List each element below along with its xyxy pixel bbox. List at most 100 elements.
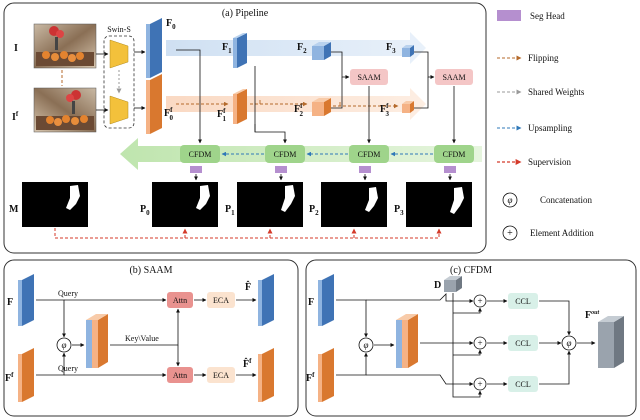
saam-eca-bottom bbox=[207, 367, 235, 383]
svg-text:ECA: ECA bbox=[213, 296, 229, 305]
cfdm-add-node-1 bbox=[473, 294, 487, 308]
cfdm-add-node-2 bbox=[473, 336, 487, 350]
legend-shared-weights-label: Shared Weights bbox=[528, 87, 585, 97]
saam-input-ff-label: Ff bbox=[5, 371, 14, 384]
pred-label-3: P3 bbox=[394, 204, 404, 217]
saam-attn-bottom bbox=[167, 367, 193, 383]
svg-text:CCL: CCL bbox=[515, 297, 531, 306]
swin-backbone-label: Swin-S bbox=[107, 25, 131, 34]
input-image-top bbox=[33, 23, 97, 69]
swin-encoder-bottom bbox=[109, 95, 129, 125]
saam-output-ff bbox=[258, 348, 274, 402]
cfdm-input-ff-label: Ff bbox=[306, 371, 315, 384]
svg-text:Attn: Attn bbox=[173, 296, 187, 305]
saam-panel bbox=[3, 259, 299, 417]
ground-truth-mask bbox=[22, 182, 88, 227]
cfdm-box-1-label: CFDM bbox=[189, 150, 212, 159]
input-image-bottom bbox=[33, 87, 97, 133]
cfdm-output-label: Fout bbox=[585, 310, 599, 321]
pred-label-0: P0 bbox=[140, 204, 150, 217]
swin-encoder-top bbox=[109, 39, 129, 69]
saam-box-2-label: SAAM bbox=[442, 73, 465, 82]
cfdm-concat-block bbox=[396, 314, 418, 368]
saam-box-2 bbox=[435, 69, 473, 85]
svg-text:ECA: ECA bbox=[213, 371, 229, 380]
cfdm-output-feature bbox=[598, 316, 624, 368]
legend-element-addition-label: Element Addition bbox=[530, 228, 594, 238]
feature-block-f2 bbox=[312, 42, 331, 60]
pipeline-panel bbox=[3, 2, 487, 254]
svg-text:+: + bbox=[477, 379, 482, 389]
cfdm-box-2 bbox=[265, 145, 305, 163]
cfdm-box-1 bbox=[180, 145, 220, 163]
cfdm-ccl-1 bbox=[508, 293, 538, 309]
cfdm-box-4-label: CFDM bbox=[443, 150, 466, 159]
legend-upsampling-label: Upsampling bbox=[528, 123, 572, 133]
feature-block-f1 bbox=[233, 33, 247, 68]
saam-query-bottom-label: Query bbox=[58, 364, 78, 373]
prediction-mask-2 bbox=[321, 182, 387, 227]
saam-box-1 bbox=[350, 69, 388, 85]
seg-head-3 bbox=[359, 166, 371, 173]
cfdm-input-ff bbox=[318, 348, 334, 402]
svg-text:+: + bbox=[477, 338, 482, 348]
saam-query-top-label: Query bbox=[58, 289, 78, 298]
cfdm-panel-title: (c) CFDM bbox=[450, 265, 492, 276]
supervision-links bbox=[54, 228, 442, 239]
legend-flipping-label: Flipping bbox=[528, 53, 559, 63]
label-f0: F0 bbox=[166, 18, 176, 31]
input-image-label-bottom: If bbox=[12, 110, 19, 123]
saam-key-value-label: Key\Value bbox=[125, 334, 159, 343]
cfdm-output-concat-node bbox=[561, 335, 577, 351]
pred-label-1: P1 bbox=[225, 204, 235, 217]
input-image-label-top: I bbox=[14, 43, 18, 54]
cfdm-input-f bbox=[318, 274, 334, 326]
legend-concatenation-label: Concatenation bbox=[540, 195, 592, 205]
label-f2: F2 bbox=[297, 42, 307, 55]
svg-text:+: + bbox=[507, 228, 513, 239]
feature-block-f3 bbox=[402, 45, 414, 57]
cfdm-input-f-label: F bbox=[308, 297, 314, 308]
prediction-mask-3 bbox=[406, 182, 472, 227]
saam-box-1-label: SAAM bbox=[357, 73, 380, 82]
saam-concat-block bbox=[86, 314, 108, 368]
cfdm-decoder-feature-d bbox=[444, 276, 462, 292]
saam-output-ff-label: F̂f bbox=[243, 357, 252, 370]
legend-seg-head-label: Seg Head bbox=[530, 11, 565, 21]
blue-feature-stream bbox=[166, 32, 426, 64]
saam-panel-title: (b) SAAM bbox=[129, 265, 172, 276]
mask-label: M bbox=[9, 204, 19, 215]
label-f3: F3 bbox=[386, 42, 396, 55]
feature-block-f1f bbox=[233, 89, 247, 124]
feature-block-f3f bbox=[402, 101, 414, 113]
saam-eca-top bbox=[207, 292, 235, 308]
saam-input-ff bbox=[18, 348, 34, 402]
saam-concat-node bbox=[56, 337, 72, 353]
cfdm-ccl-3 bbox=[508, 376, 538, 392]
svg-text:φ: φ bbox=[508, 195, 513, 205]
saam-input-f-label: F bbox=[7, 297, 13, 308]
saam-input-f bbox=[18, 274, 34, 326]
saam-output-f bbox=[258, 274, 274, 326]
legend-concat-icon bbox=[502, 192, 518, 208]
svg-text:CCL: CCL bbox=[515, 339, 531, 348]
cfdm-add-node-3 bbox=[473, 377, 487, 391]
cfdm-d-label: D bbox=[434, 280, 441, 291]
saam-output-f-label: F̂ bbox=[245, 280, 251, 293]
feature-block-f2f bbox=[312, 98, 331, 116]
prediction-mask-1 bbox=[237, 182, 303, 227]
cfdm-panel bbox=[305, 259, 637, 417]
seg-head-2 bbox=[275, 166, 287, 173]
label-f1: F1 bbox=[222, 42, 232, 55]
pipeline-panel-title: (a) Pipeline bbox=[222, 8, 269, 19]
pred-label-2: P2 bbox=[309, 204, 319, 217]
svg-text:+: + bbox=[477, 296, 482, 306]
svg-text:φ: φ bbox=[364, 340, 369, 350]
legend-supervision-label: Supervision bbox=[528, 157, 572, 167]
